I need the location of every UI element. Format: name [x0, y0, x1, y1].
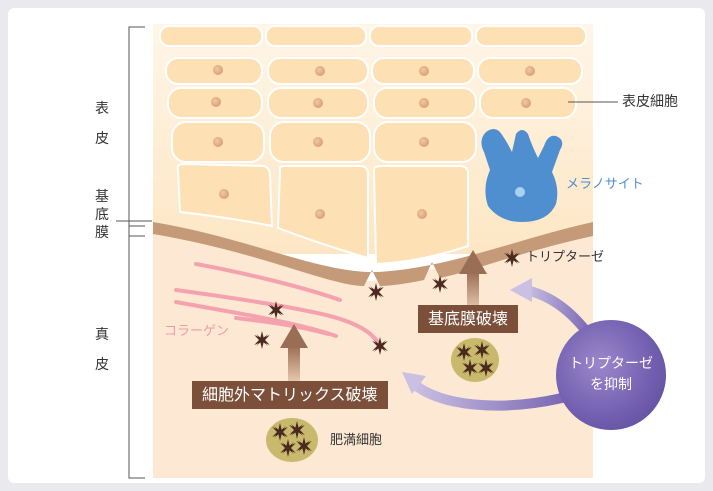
- layer-bracket: [116, 27, 152, 478]
- label-dermis-1: 真: [95, 328, 109, 342]
- label-basement-2: 底: [95, 208, 109, 222]
- label-epidermis-2: 皮: [95, 132, 109, 146]
- label-dermis-2: 皮: [95, 358, 109, 372]
- label-melanocyte: メラノサイト: [566, 178, 644, 191]
- label-epidermal-cell: 表皮細胞: [622, 95, 678, 109]
- label-tryptase: トリプターゼ: [526, 251, 604, 264]
- mast-cell-middle: [451, 338, 499, 382]
- inhibit-line-2: を抑制: [590, 375, 632, 396]
- label-collagen: コラーゲン: [164, 325, 229, 338]
- melanocyte-nucleus: [515, 187, 525, 197]
- label-basement-3: 膜: [95, 226, 109, 240]
- label-ecm-destruction: 細胞外マトリックス破壊: [192, 381, 388, 409]
- label-mast-cell: 肥満細胞: [330, 434, 382, 447]
- label-basement-destruction: 基底膜破壊: [418, 305, 518, 333]
- mast-cell-bottom: [266, 418, 318, 462]
- tryptase-inhibit-circle: トリプターゼ を抑制: [556, 320, 666, 430]
- label-epidermis-1: 表: [95, 102, 109, 116]
- melanocyte-cell: [481, 129, 562, 222]
- inhibit-line-1: トリプターゼ: [569, 354, 653, 375]
- label-basement-1: 基: [95, 190, 109, 204]
